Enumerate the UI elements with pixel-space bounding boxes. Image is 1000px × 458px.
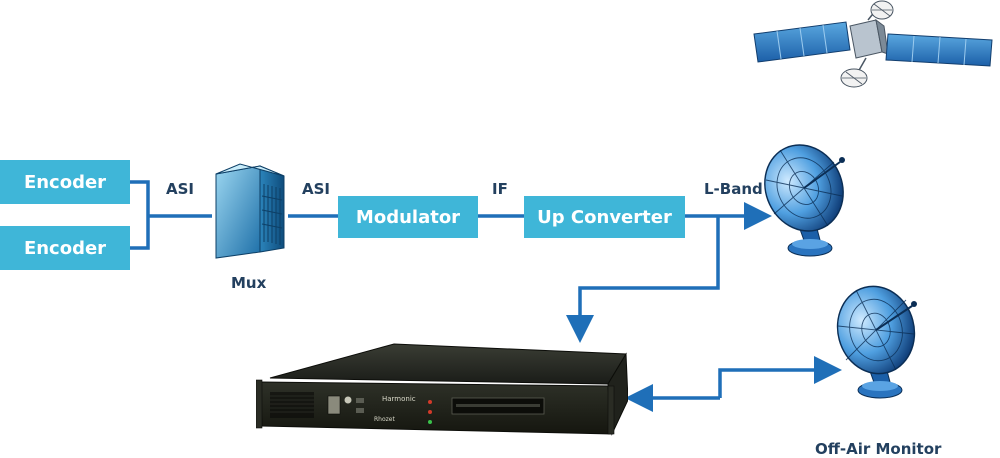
link-label-if: IF: [492, 180, 508, 198]
link-label-asi-1: ASI: [166, 180, 194, 198]
off-air-monitor-caption: Off-Air Monitor: [815, 440, 942, 458]
up-converter-label: Up Converter: [537, 206, 672, 228]
line-tap-to-receiver: [566, 216, 720, 343]
device-badge-label: Rhozet: [374, 416, 395, 423]
link-label-asi-2: ASI: [302, 180, 330, 198]
line-monitor-to-receiver: [718, 356, 842, 398]
mux-server-icon: [215, 163, 285, 259]
monitor-dish-icon: [836, 285, 917, 399]
line-encoder1-to-mux: [130, 180, 150, 250]
modulator-label: Modulator: [355, 206, 461, 228]
up-converter-box: Up Converter: [524, 196, 685, 238]
mux-caption: Mux: [231, 274, 267, 292]
link-label-l-band: L-Band: [704, 180, 763, 198]
rack-unit-receiver: [256, 343, 628, 436]
device-brand-label: Harmonic: [382, 395, 416, 403]
encoder-label-2: Encoder: [23, 237, 107, 259]
satellite-icon: [753, 0, 993, 88]
encoder-label-1: Encoder: [23, 171, 107, 193]
uplink-dish-icon: [764, 144, 845, 257]
modulator-box: Modulator: [338, 196, 478, 238]
encoder-box-2: Encoder: [0, 226, 130, 270]
encoder-box-1: Encoder: [0, 160, 130, 204]
